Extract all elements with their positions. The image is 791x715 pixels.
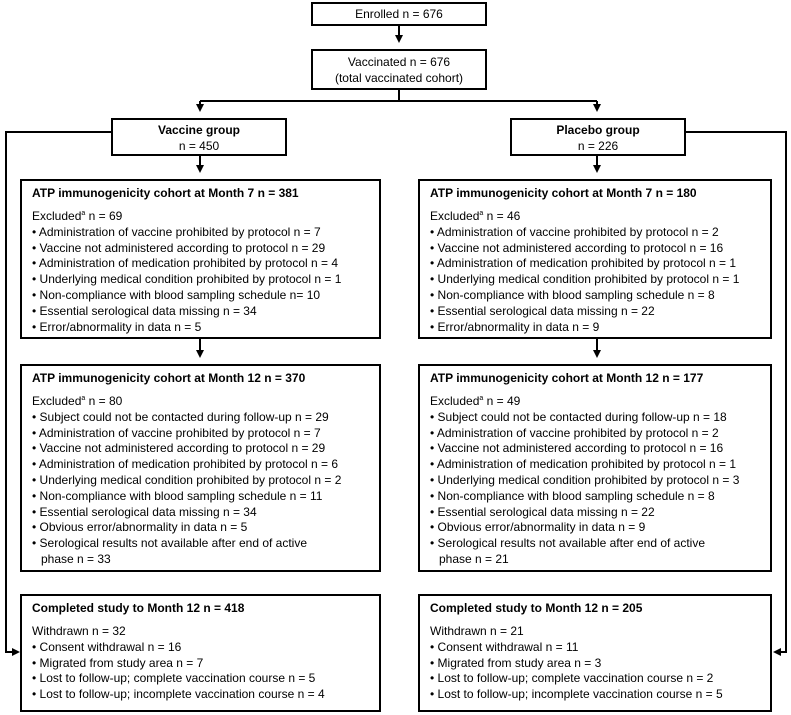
list-item: • Administration of medication prohibite… <box>32 256 339 271</box>
list-item: • Non-compliance with blood sampling sch… <box>32 488 323 503</box>
list-item: • Consent withdrawal n = 11 <box>430 639 579 654</box>
list-item: • Non-compliance with blood sampling sch… <box>32 287 321 302</box>
connector-placebo-bypass <box>686 131 787 653</box>
list-item: • Non-compliance with blood sampling sch… <box>430 287 715 302</box>
list-item: • Subject could not be contacted during … <box>32 409 329 424</box>
list-item: • Essential serological data missing n =… <box>32 504 257 519</box>
list-item: • Administration of vaccine prohibited b… <box>430 425 719 440</box>
list-item: • Lost to follow-up; incomplete vaccinat… <box>430 687 723 702</box>
placebo-completed-box: Completed study to Month 12 n = 205 With… <box>418 594 772 712</box>
enrolled-label: Enrolled n = 676 <box>355 7 443 21</box>
list-item: • Vaccine not administered according to … <box>430 441 724 456</box>
placebo-completed-title: Completed study to Month 12 n = 205 <box>430 601 643 615</box>
placebo-group-title: Placebo group <box>556 123 640 137</box>
vaccine-completed-box: Completed study to Month 12 n = 418 With… <box>20 594 381 712</box>
list-item: • Essential serological data missing n =… <box>430 504 655 519</box>
placebo-group-box: Placebo group n = 226 <box>510 118 686 156</box>
list-item: • Essential serological data missing n =… <box>32 303 257 318</box>
list-item: • Lost to follow-up; complete vaccinatio… <box>32 671 316 686</box>
vaccine-group-n: n = 450 <box>178 139 220 153</box>
enrolled-box: Enrolled n = 676 <box>311 2 487 26</box>
list-item-continuation: phase n = 21 <box>439 551 509 566</box>
list-item: • Administration of vaccine prohibited b… <box>32 425 321 440</box>
placebo-month12-excluded: Excludeda n = 49 <box>430 394 521 408</box>
list-item: • Obvious error/abnormality in data n = … <box>430 520 646 535</box>
list-item: • Vaccine not administered according to … <box>32 441 326 456</box>
list-item: • Migrated from study area n = 3 <box>430 655 602 670</box>
list-item: • Underlying medical condition prohibite… <box>32 272 342 287</box>
placebo-withdrawn: Withdrawn n = 21 <box>430 624 524 638</box>
placebo-month7-title: ATP immunogenicity cohort at Month 7 n =… <box>430 186 697 200</box>
list-item: • Vaccine not administered according to … <box>32 240 326 255</box>
list-item: • Error/abnormality in data n = 9 <box>430 319 600 334</box>
list-item: • Underlying medical condition prohibite… <box>430 272 740 287</box>
list-item: • Subject could not be contacted during … <box>430 409 727 424</box>
list-item: • Essential serological data missing n =… <box>430 303 655 318</box>
vaccine-group-box: Vaccine group n = 450 <box>111 118 287 156</box>
list-item: • Lost to follow-up; incomplete vaccinat… <box>32 687 325 702</box>
connector-vaccine-bypass <box>5 131 111 653</box>
list-item: • Administration of medication prohibite… <box>430 457 737 472</box>
vaccine-month12-box: ATP immunogenicity cohort at Month 12 n … <box>20 364 381 572</box>
list-item: • Serological results not available afte… <box>430 536 706 551</box>
vaccinated-line2: (total vaccinated cohort) <box>334 71 464 85</box>
list-item: • Consent withdrawal n = 16 <box>32 639 182 654</box>
placebo-month12-title: ATP immunogenicity cohort at Month 12 n … <box>430 371 704 385</box>
list-item: • Administration of vaccine prohibited b… <box>430 224 719 239</box>
list-item: • Obvious error/abnormality in data n = … <box>32 520 248 535</box>
list-item: • Administration of medication prohibite… <box>32 457 339 472</box>
vaccine-withdrawn: Withdrawn n = 32 <box>32 624 126 638</box>
placebo-month7-box: ATP immunogenicity cohort at Month 7 n =… <box>418 179 772 339</box>
vaccinated-box: Vaccinated n = 676 (total vaccinated coh… <box>311 49 487 90</box>
placebo-month12-box: ATP immunogenicity cohort at Month 12 n … <box>418 364 772 572</box>
placebo-month7-excluded: Excludeda n = 46 <box>430 209 521 223</box>
list-item: • Vaccine not administered according to … <box>430 240 724 255</box>
list-item: • Administration of medication prohibite… <box>430 256 737 271</box>
list-item: • Administration of vaccine prohibited b… <box>32 224 321 239</box>
list-item: • Serological results not available afte… <box>32 536 308 551</box>
list-item: • Error/abnormality in data n = 5 <box>32 319 202 334</box>
list-item-continuation: phase n = 33 <box>41 551 111 566</box>
list-item: • Migrated from study area n = 7 <box>32 655 204 670</box>
vaccine-completed-title: Completed study to Month 12 n = 418 <box>32 601 245 615</box>
vaccine-group-title: Vaccine group <box>157 123 241 137</box>
list-item: • Underlying medical condition prohibite… <box>32 472 342 487</box>
vaccine-month7-title: ATP immunogenicity cohort at Month 7 n =… <box>32 186 299 200</box>
vaccine-month7-box: ATP immunogenicity cohort at Month 7 n =… <box>20 179 381 339</box>
vaccine-month7-excluded: Excludeda n = 69 <box>32 209 123 223</box>
list-item: • Lost to follow-up; complete vaccinatio… <box>430 671 714 686</box>
list-item: • Non-compliance with blood sampling sch… <box>430 488 715 503</box>
vaccinated-line1: Vaccinated n = 676 <box>347 55 451 69</box>
list-item: • Underlying medical condition prohibite… <box>430 472 740 487</box>
vaccine-month12-title: ATP immunogenicity cohort at Month 12 n … <box>32 371 306 385</box>
vaccine-month12-excluded: Excludeda n = 80 <box>32 394 123 408</box>
placebo-group-n: n = 226 <box>577 139 619 153</box>
